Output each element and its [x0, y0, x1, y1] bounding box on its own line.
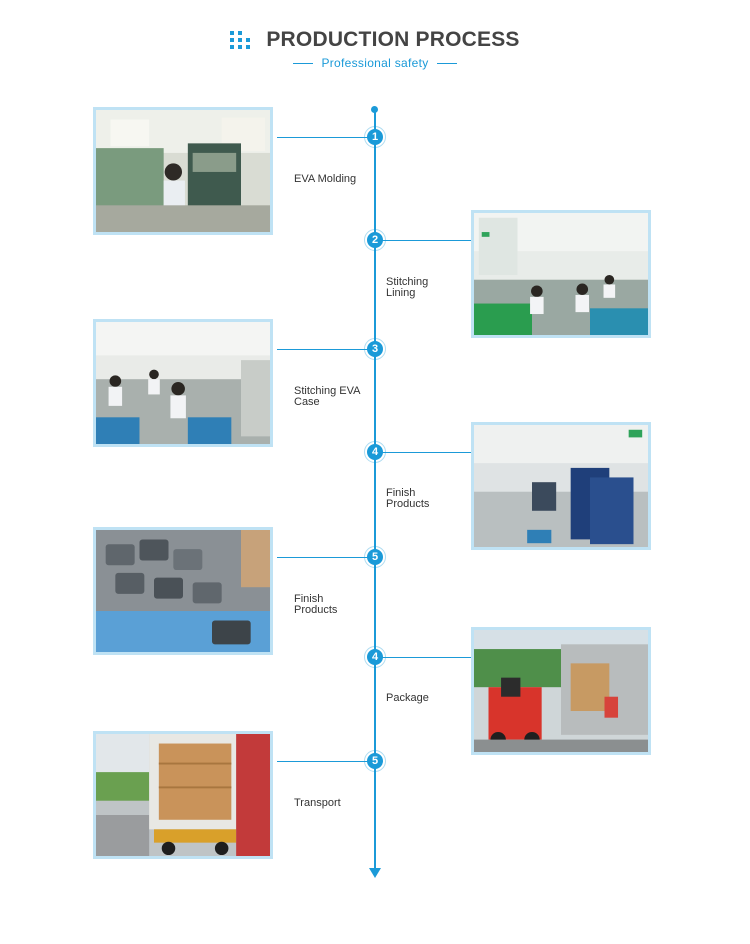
step-node-7: 5	[364, 750, 386, 772]
photo-stitching-eva-case	[93, 319, 273, 447]
photo-eva-molding	[93, 107, 273, 235]
grid-icon	[230, 29, 254, 51]
photo-finish-products-1	[471, 422, 651, 550]
photo-stitching-lining	[471, 210, 651, 338]
timeline-line	[374, 110, 376, 870]
subtitle-line-right	[436, 62, 457, 64]
subtitle-line-left	[293, 62, 314, 64]
connector-7	[277, 761, 374, 762]
step-label-7: Transport	[294, 797, 341, 809]
photo-transport	[93, 731, 273, 859]
connector-2	[375, 240, 471, 241]
timeline-arrow-icon	[369, 868, 381, 878]
step-node-1: 1	[364, 126, 386, 148]
connector-3	[277, 349, 374, 350]
photo-package	[471, 627, 651, 755]
step-label-3: Stitching EVA Case	[294, 385, 361, 408]
photo-finish-products-2	[93, 527, 273, 655]
step-label-2: Stitching Lining	[386, 276, 429, 299]
step-label-6: Package	[386, 692, 429, 704]
page-title: PRODUCTION PROCESS	[266, 28, 520, 51]
connector-6	[375, 657, 471, 658]
timeline-start-dot	[371, 106, 378, 113]
connector-5	[277, 557, 374, 558]
connector-1	[277, 137, 374, 138]
step-label-1: EVA Molding	[294, 173, 357, 185]
step-label-4: Finish Products	[386, 487, 430, 510]
step-label-5: Finish Products	[294, 593, 338, 616]
page-subtitle: Professional safety	[321, 56, 429, 70]
step-node-3: 3	[364, 338, 386, 360]
step-node-5: 5	[364, 546, 386, 568]
header: PRODUCTION PROCESS Professional safety	[0, 28, 750, 70]
step-node-6: 4	[364, 646, 386, 668]
step-node-2: 2	[364, 229, 386, 251]
connector-4	[375, 452, 471, 453]
step-node-4: 4	[364, 441, 386, 463]
